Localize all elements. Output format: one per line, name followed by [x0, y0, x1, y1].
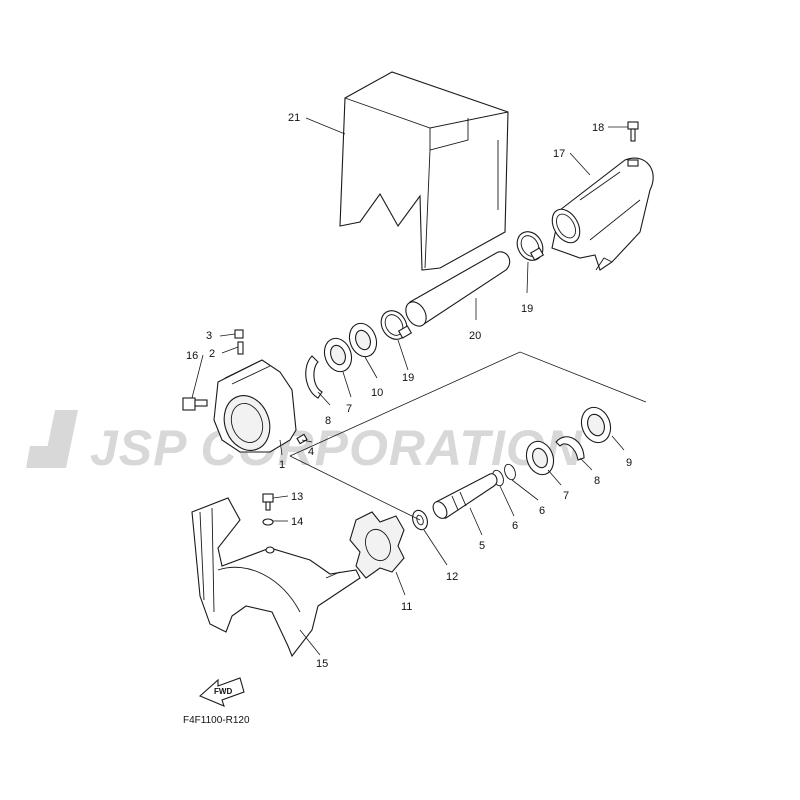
- callout-20: 20: [469, 330, 481, 342]
- bearing-part-7: [323, 337, 353, 373]
- callout-7: 7: [346, 403, 352, 415]
- bolt-part-16: [182, 397, 208, 411]
- callout-3: 3: [206, 330, 212, 342]
- callout-14: 14: [291, 516, 303, 528]
- watermark-logo: JSP CORPORATION: [26, 410, 583, 476]
- circlip-part-8: [305, 355, 323, 399]
- housing-part-1: [213, 359, 297, 453]
- tube-part-20: [405, 251, 511, 327]
- callout-6-upper: 6: [539, 505, 545, 517]
- callout-8: 8: [325, 415, 331, 427]
- callout-17: 17: [553, 148, 565, 160]
- figure-code: F4F1100-R120: [183, 715, 250, 726]
- callout-21: 21: [288, 112, 300, 124]
- bolt-part-18: [627, 121, 639, 142]
- callout-5: 5: [479, 540, 485, 552]
- bolt-part-13: [262, 493, 274, 511]
- callout-7-lower: 7: [563, 490, 569, 502]
- bearing-part-10: [348, 322, 378, 358]
- cap-part-3: [234, 329, 244, 339]
- pin-part-4: [296, 433, 308, 445]
- callout-12: 12: [446, 571, 458, 583]
- guard-part-15: [191, 497, 361, 658]
- callout-1: 1: [279, 459, 285, 471]
- callout-13: 13: [291, 491, 303, 503]
- fwd-label: FWD: [214, 687, 232, 696]
- clamp-part-19-upper: [516, 231, 545, 261]
- clamp-part-19-lower: [380, 310, 413, 340]
- callout-9: 9: [626, 457, 632, 469]
- callout-4: 4: [308, 446, 314, 458]
- fwd-arrow-icon: FWD: [198, 677, 245, 707]
- callout-18: 18: [592, 122, 604, 134]
- callout-10: 10: [371, 387, 383, 399]
- callout-labels: 21 18 17 19 20 19 10 7 8 4 1 16 3 2 9 8 …: [186, 112, 632, 670]
- callout-11: 11: [401, 601, 412, 613]
- callout-6-lower: 6: [512, 520, 518, 532]
- o-ring-part-6a: [504, 463, 516, 481]
- nipple-part-2: [237, 341, 244, 355]
- nozzle-part-17: [551, 157, 654, 271]
- leader-lines: [191, 117, 647, 656]
- watermark-text: JSP CORPORATION: [90, 420, 583, 476]
- bearing-part-9: [580, 406, 612, 444]
- callout-19-upper: 19: [521, 303, 533, 315]
- circlip-part-8-lower: [555, 436, 585, 461]
- callout-15: 15: [316, 658, 328, 670]
- washer-part-14: [262, 518, 274, 526]
- callout-19: 19: [402, 372, 414, 384]
- coupling-part-11: [349, 511, 405, 579]
- callout-2: 2: [209, 348, 215, 360]
- cover-part-21: [339, 71, 509, 271]
- callout-16: 16: [186, 350, 198, 362]
- shaft-part-5: [432, 473, 498, 519]
- callout-8-lower: 8: [594, 475, 600, 487]
- bearing-part-7-lower: [525, 440, 555, 476]
